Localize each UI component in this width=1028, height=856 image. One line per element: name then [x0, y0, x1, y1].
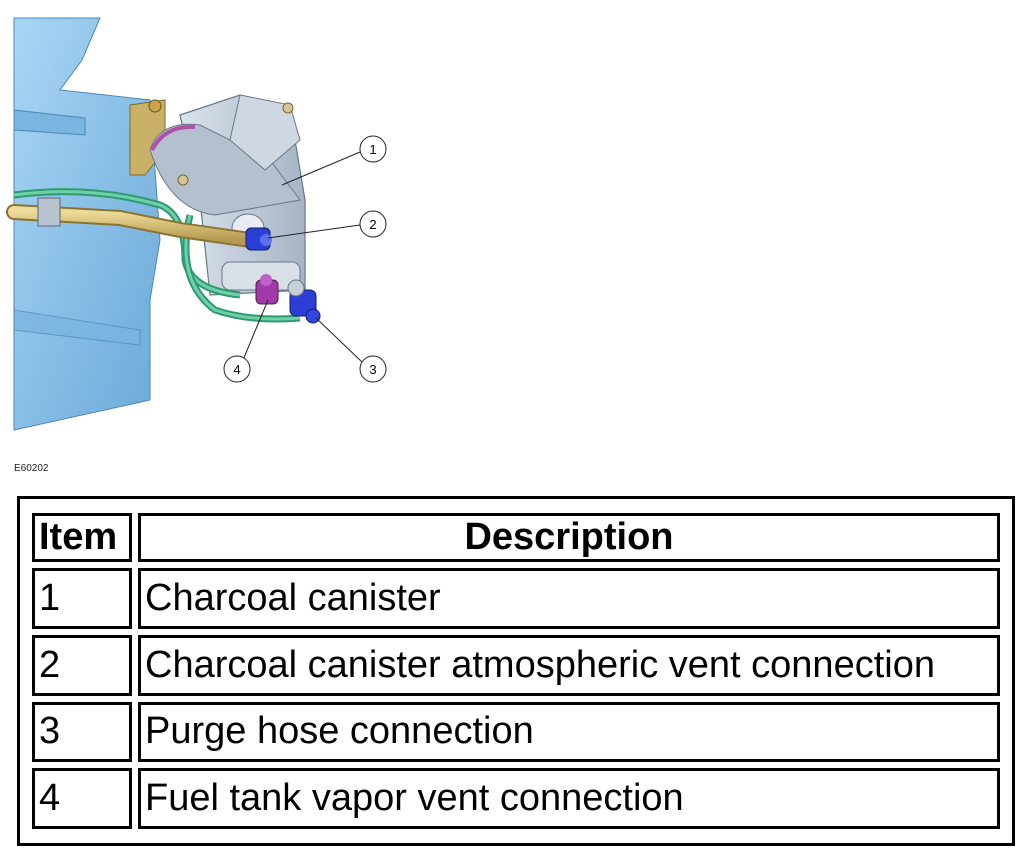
table-row: 1 Charcoal canister	[32, 568, 1000, 629]
legend-table: Item Description 1 Charcoal canister 2 C…	[26, 507, 1006, 835]
table-row: 2 Charcoal canister atmospheric vent con…	[32, 634, 1000, 696]
hose-lines	[13, 188, 301, 323]
atmospheric-vent-connector	[245, 227, 272, 251]
item-number: 4	[32, 768, 132, 829]
fuel-tank-vapor-vent-connector	[255, 274, 279, 305]
callout-1: 1	[359, 135, 387, 163]
table-row: 3 Purge hose connection	[32, 701, 1000, 763]
svg-text:1: 1	[369, 142, 376, 157]
item-number: 1	[32, 568, 132, 629]
item-description: Purge hose connection	[138, 701, 1000, 763]
legend-table-frame: Item Description 1 Charcoal canister 2 C…	[17, 496, 1015, 846]
header-item: Item	[32, 513, 132, 562]
charcoal-canister-illustration: 1 2 3 4	[6, 17, 387, 431]
svg-text:4: 4	[233, 362, 240, 377]
item-number: 2	[32, 634, 132, 696]
item-number: 3	[32, 701, 132, 763]
callout-3: 3	[359, 355, 387, 383]
svg-text:2: 2	[369, 217, 376, 232]
legend-header-row: Item Description	[32, 513, 1000, 562]
callout-4: 4	[223, 355, 251, 383]
figure-id: E60202	[14, 463, 49, 474]
table-row: 4 Fuel tank vapor vent connection	[32, 768, 1000, 829]
item-description: Charcoal canister atmospheric vent conne…	[138, 634, 1000, 696]
callout-2: 2	[359, 210, 387, 238]
charcoal-canister	[149, 94, 306, 296]
header-description: Description	[138, 513, 1000, 562]
vent-pipe	[6, 197, 258, 248]
svg-text:3: 3	[369, 362, 376, 377]
item-description: Charcoal canister	[138, 568, 1000, 629]
leader-lines	[242, 151, 363, 363]
item-description: Fuel tank vapor vent connection	[138, 768, 1000, 829]
purge-hose-connector	[287, 279, 321, 324]
